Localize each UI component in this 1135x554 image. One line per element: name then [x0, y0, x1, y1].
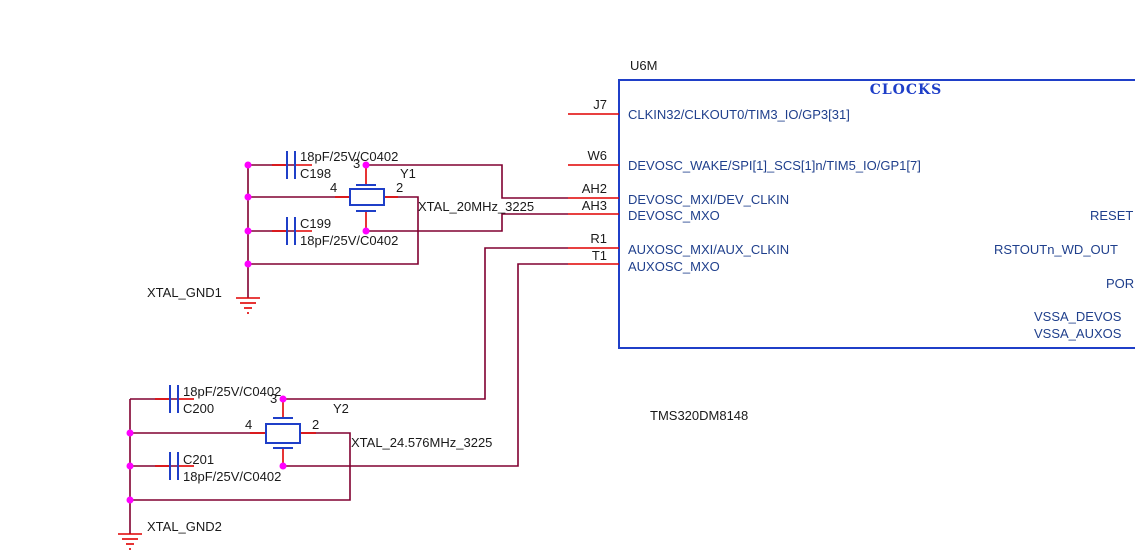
c200-ref: C200: [183, 401, 214, 416]
wire-t1-net: [283, 263, 568, 467]
pin-num-t1: T1: [592, 248, 607, 263]
c198-ref: C198: [300, 166, 331, 181]
pin-num-r1: R1: [590, 231, 607, 246]
pin-num-j7: J7: [593, 97, 607, 112]
c199-ref: C199: [300, 216, 331, 231]
junction: [126, 429, 134, 437]
pin-name-r1: AUXOSC_MXI/AUX_CLKIN: [628, 242, 789, 257]
y1-pin-top: 3: [353, 156, 360, 171]
y2-pin-left: 4: [245, 417, 252, 432]
y2-value: XTAL_24.576MHz_3225: [351, 435, 492, 450]
junction: [362, 227, 370, 235]
c201-value: 18pF/25V/C0402: [183, 469, 281, 484]
pin-name-por: POR: [1106, 276, 1134, 291]
y2-pin-top: 3: [270, 391, 277, 406]
chip-part: TMS320DM8148: [650, 408, 748, 423]
junction: [244, 227, 252, 235]
junction: [362, 161, 370, 169]
osc-circuit-y1: 18pF/25V/C0402 C198 C199 18pF/25V/C0402 …: [147, 149, 568, 314]
chip-title: CLOCKS: [870, 82, 943, 98]
pin-name-reset: RESET: [1090, 208, 1133, 223]
y2-pin-right: 2: [312, 417, 319, 432]
y1-ref: Y1: [400, 166, 416, 181]
osc-circuit-y2: 18pF/25V/C0402 C200 C201 18pF/25V/C0402 …: [118, 247, 568, 550]
pin-num-ah3: AH3: [582, 198, 607, 213]
c198-value: 18pF/25V/C0402: [300, 149, 398, 164]
y1-crystal-body: [349, 188, 385, 206]
junction: [244, 161, 252, 169]
y1-value: XTAL_20MHz_3225: [418, 199, 534, 214]
y1-pin-left: 4: [330, 180, 337, 195]
wire-ah3-net: [366, 213, 568, 232]
pin-name-rstout: RSTOUTn_WD_OUT: [994, 242, 1118, 257]
pin-num-ah2: AH2: [582, 181, 607, 196]
gnd2-label: XTAL_GND2: [147, 519, 222, 534]
pin-num-w6: W6: [588, 148, 608, 163]
wire-r1-net: [283, 247, 568, 400]
pin-name-j7: CLKIN32/CLKOUT0/TIM3_IO/GP3[31]: [628, 107, 850, 122]
y2-crystal-body: [265, 423, 301, 444]
gnd1-label: XTAL_GND1: [147, 285, 222, 300]
pin-name-vssa-devos: VSSA_DEVOS: [1034, 309, 1122, 324]
c199-value: 18pF/25V/C0402: [300, 233, 398, 248]
y2-ref: Y2: [333, 401, 349, 416]
junction: [279, 462, 287, 470]
junction: [279, 395, 287, 403]
junction: [244, 260, 252, 268]
pin-name-ah3: DEVOSC_MXO: [628, 208, 720, 223]
pin-name-ah2: DEVOSC_MXI/DEV_CLKIN: [628, 192, 789, 207]
y1-pin-right: 2: [396, 180, 403, 195]
junction: [126, 496, 134, 504]
chip-u6m: U6M CLOCKS TMS320DM8148 J7 W6 AH2 AH3 R1…: [568, 58, 1135, 423]
pin-name-vssa-auxos: VSSA_AUXOS: [1034, 326, 1122, 341]
c200-value: 18pF/25V/C0402: [183, 384, 281, 399]
chip-ref: U6M: [630, 58, 657, 73]
junction: [244, 193, 252, 201]
junction: [126, 462, 134, 470]
pin-name-t1: AUXOSC_MXO: [628, 259, 720, 274]
wire-ah2-net: [366, 164, 568, 199]
c201-ref: C201: [183, 452, 214, 467]
pin-name-w6: DEVOSC_WAKE/SPI[1]_SCS[1]n/TIM5_IO/GP1[7…: [628, 158, 921, 173]
